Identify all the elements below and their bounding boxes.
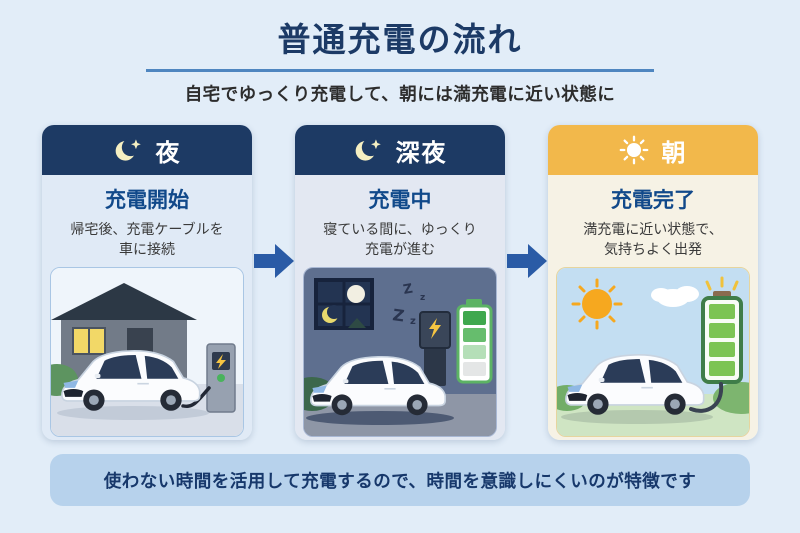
step-heading: 充電開始	[105, 189, 189, 212]
time-of-day-label: 深夜	[395, 139, 448, 167]
battery-half-icon	[456, 298, 493, 384]
step-description: 帰宅後、充電ケーブルを 車に接続	[70, 221, 224, 258]
evening-home-charging-illustration	[50, 266, 244, 437]
step-panel-midnight: 深夜 充電中 寝ている間に、ゆっくり 充電が進む	[295, 125, 505, 440]
time-of-day-label: 夜	[155, 139, 182, 167]
morning-departure-illustration	[556, 266, 750, 437]
crescent-moon-icon	[113, 135, 143, 165]
page-subtitle: 自宅でゆっくり充電して、朝には満充電に近い状態に	[184, 84, 616, 104]
time-of-day-label: 朝	[661, 139, 688, 167]
step-heading: 充電完了	[611, 189, 695, 212]
step-panel-morning: 朝 充電完了 満充電に近い状態で、 気持ちよく出発	[548, 125, 758, 440]
step-panel-evening: 夜 充電開始 帰宅後、充電ケーブルを 車に接続	[42, 125, 252, 440]
battery-full-icon	[701, 276, 743, 384]
step-header-midnight: 深夜	[295, 125, 505, 175]
svg-text:z: z	[410, 316, 416, 327]
charging-flow-steps: 夜 充電開始 帰宅後、充電ケーブルを 車に接続	[0, 125, 800, 440]
svg-text:Z: Z	[391, 305, 405, 325]
step-description: 満充電に近い状態で、 気持ちよく出発	[583, 221, 723, 258]
step-header-evening: 夜	[42, 125, 252, 175]
sun-icon	[619, 135, 649, 165]
crescent-moon-icon	[353, 135, 383, 165]
step-description: 寝ている間に、ゆっくり 充電が進む	[323, 221, 477, 258]
flow-arrow-icon	[505, 244, 548, 278]
svg-text:Z: Z	[402, 281, 414, 297]
flow-arrow-icon	[252, 244, 295, 278]
title-divider	[146, 69, 654, 72]
page-title: 普通充電の流れ	[277, 21, 523, 58]
step-header-morning: 朝	[548, 125, 758, 175]
svg-text:z: z	[420, 293, 425, 303]
footer-note-banner: 使わない時間を活用して充電するので、時間を意識しにくいのが特徴です	[50, 454, 750, 506]
night-charging-illustration: Z z Z z	[303, 266, 497, 437]
footer-note-text: 使わない時間を活用して充電するので、時間を意識しにくいのが特徴です	[103, 470, 697, 491]
step-heading: 充電中	[368, 189, 432, 212]
